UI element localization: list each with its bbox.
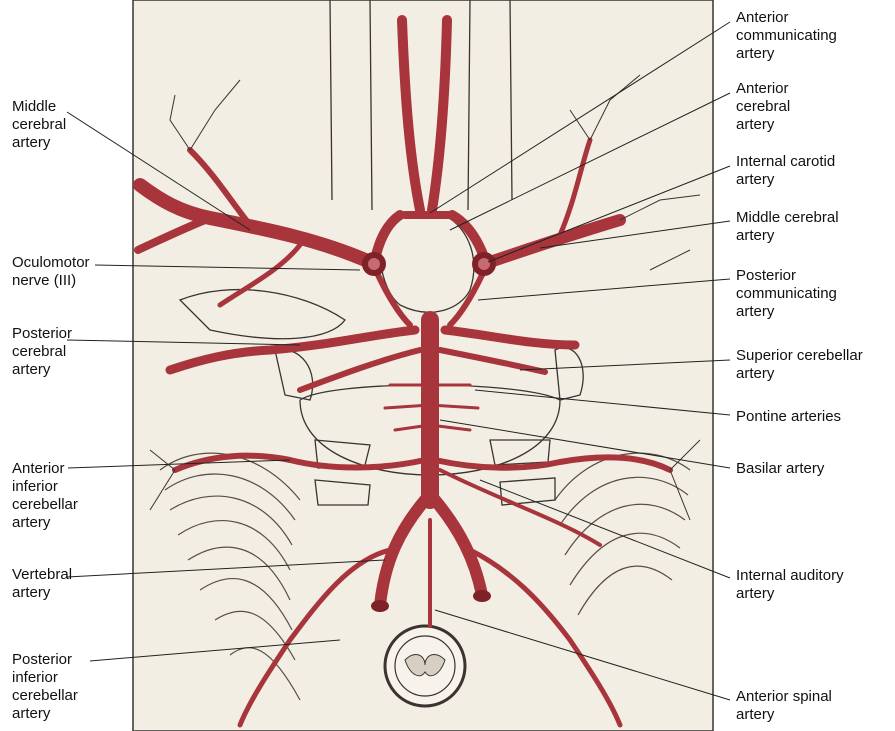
label-posterior-communicating-artery: Posterior communicating artery xyxy=(736,267,837,321)
label-posterior-inferior-cerebellar-artery: Posterior inferior cerebellar artery xyxy=(12,651,78,723)
label-anterior-spinal-artery: Anterior spinal artery xyxy=(736,688,832,724)
label-vertebral-artery: Vertebral artery xyxy=(12,566,72,602)
label-posterior-cerebral-artery: Posterior cerebral artery xyxy=(12,325,72,379)
label-superior-cerebellar-artery: Superior cerebellar artery xyxy=(736,347,863,383)
label-anterior-inferior-cerebellar-artery: Anterior inferior cerebellar artery xyxy=(12,460,78,532)
label-middle-cerebral-artery-left: Middle cerebral artery xyxy=(12,98,66,152)
label-basilar-artery: Basilar artery xyxy=(736,460,824,478)
label-oculomotor-nerve: Oculomotor nerve (III) xyxy=(12,254,90,290)
label-internal-auditory-artery: Internal auditory artery xyxy=(736,567,844,603)
spinal-cord-section xyxy=(385,626,465,706)
label-pontine-arteries: Pontine arteries xyxy=(736,408,841,426)
label-middle-cerebral-artery-right: Middle cerebral artery xyxy=(736,209,839,245)
label-anterior-cerebral-artery: Anterior cerebral artery xyxy=(736,80,790,134)
label-anterior-communicating-artery: Anterior communicating artery xyxy=(736,9,837,63)
label-internal-carotid-artery: Internal carotid artery xyxy=(736,153,835,189)
